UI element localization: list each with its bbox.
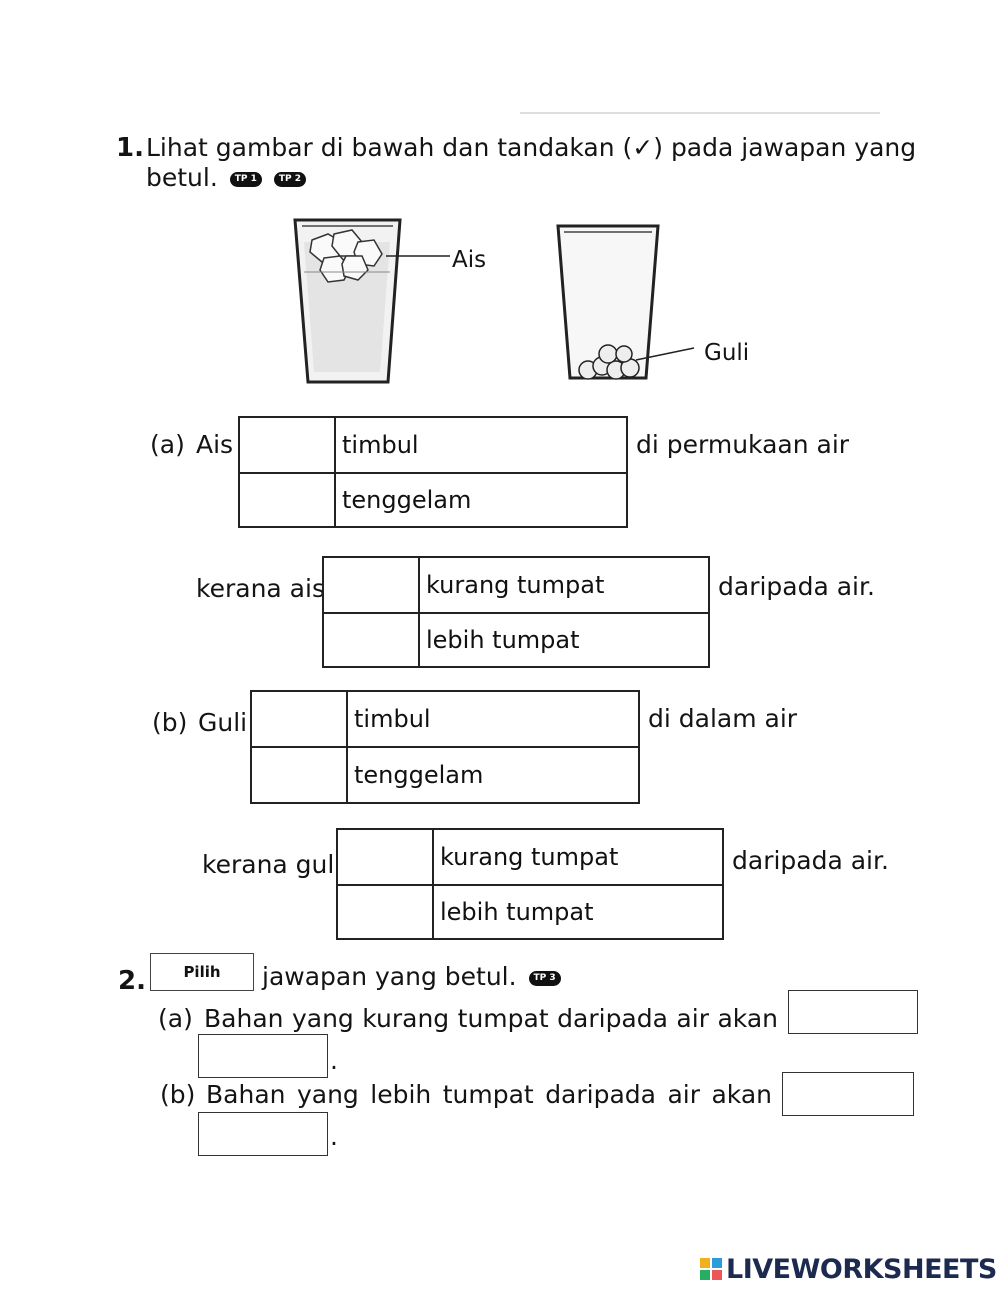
q1b-check-timbul[interactable] bbox=[252, 692, 348, 746]
q2a-answer-box-2[interactable] bbox=[198, 1034, 328, 1078]
q1-number: 1. bbox=[116, 133, 144, 163]
q2b-period: . bbox=[330, 1122, 338, 1151]
q2a-text: Bahan yang kurang tumpat daripada air ak… bbox=[204, 1004, 778, 1033]
q1b-suffix: di dalam air bbox=[648, 704, 798, 733]
q1a-option-kurang-tumpat: kurang tumpat bbox=[426, 571, 605, 599]
q1a-check-timbul[interactable] bbox=[240, 418, 336, 472]
q1-instruction-line2: betul. TP 1 TP 2 bbox=[146, 163, 306, 193]
q1a-option-timbul: timbul bbox=[342, 431, 419, 459]
q1a-because-prefix: kerana ais bbox=[196, 574, 325, 603]
glass-marble-image bbox=[556, 224, 695, 380]
q1a-because-suffix: daripada air. bbox=[718, 572, 875, 601]
q1a-option-lebih-tumpat: lebih tumpat bbox=[426, 626, 580, 654]
q1-instruction-line1: Lihat gambar di bawah dan tandakan (✓) p… bbox=[146, 133, 917, 162]
q1b-because-suffix: daripada air. bbox=[732, 846, 889, 875]
q1b-label: (b) bbox=[152, 708, 188, 737]
q1b-row-kurang: kurang tumpat bbox=[338, 830, 722, 886]
liveworksheets-logo-icon bbox=[700, 1258, 722, 1282]
label-marble: Guli bbox=[704, 340, 750, 366]
q2b-text: Bahan yang lebih tumpat daripada air aka… bbox=[206, 1080, 772, 1109]
q1b-option-timbul: timbul bbox=[354, 705, 431, 733]
q2a-period: . bbox=[330, 1046, 338, 1075]
q2b-answer-box-2[interactable] bbox=[198, 1112, 328, 1156]
q1a-label: (a) bbox=[150, 430, 185, 459]
q2b-label: (b) bbox=[160, 1080, 196, 1109]
q1a-check-kurang-tumpat[interactable] bbox=[324, 558, 420, 612]
q1b-row-timbul: timbul bbox=[252, 692, 638, 748]
q1b-option-tenggelam: tenggelam bbox=[354, 761, 484, 789]
q1a-row-lebih: lebih tumpat bbox=[324, 614, 708, 666]
q1b-check-lebih-tumpat[interactable] bbox=[338, 886, 434, 938]
label-ice: Ais bbox=[452, 247, 487, 273]
glass-ice-image bbox=[293, 218, 450, 384]
q1a-row-timbul: timbul bbox=[240, 418, 626, 474]
q1b-subject: Guli bbox=[198, 708, 248, 737]
q1b-check-tenggelam[interactable] bbox=[252, 748, 348, 802]
q2-number: 2. bbox=[118, 966, 146, 996]
q1-instruction-text: betul. bbox=[146, 163, 218, 192]
q1b-because-prefix: kerana guli bbox=[202, 850, 342, 879]
q2-instruction: jawapan yang betul. TP 3 bbox=[262, 962, 561, 992]
q1b-row-lebih: lebih tumpat bbox=[338, 886, 722, 938]
q2a-answer-box-1[interactable] bbox=[788, 990, 918, 1034]
q1a-row-kurang: kurang tumpat bbox=[324, 558, 708, 614]
q2a-label: (a) bbox=[158, 1004, 193, 1033]
q1a-because-table: kurang tumpat lebih tumpat bbox=[322, 556, 710, 668]
q1b-option-lebih-tumpat: lebih tumpat bbox=[440, 898, 594, 926]
q1b-check-kurang-tumpat[interactable] bbox=[338, 830, 434, 884]
q1a-check-tenggelam[interactable] bbox=[240, 474, 336, 526]
tp2-badge: TP 2 bbox=[273, 171, 306, 187]
q1a-option-tenggelam: tenggelam bbox=[342, 486, 472, 514]
q1b-because-table: kurang tumpat lebih tumpat bbox=[336, 828, 724, 940]
top-rule bbox=[520, 112, 880, 114]
tp3-badge: TP 3 bbox=[528, 970, 561, 986]
q2b-answer-box-1[interactable] bbox=[782, 1072, 914, 1116]
q1a-subject: Ais bbox=[196, 430, 234, 459]
q1a-row-tenggelam: tenggelam bbox=[240, 474, 626, 526]
q1a-suffix: di permukaan air bbox=[636, 430, 850, 459]
q1a-table: timbul tenggelam bbox=[238, 416, 628, 528]
q1b-row-tenggelam: tenggelam bbox=[252, 748, 638, 802]
q1b-option-kurang-tumpat: kurang tumpat bbox=[440, 843, 619, 871]
q1b-table: timbul tenggelam bbox=[250, 690, 640, 804]
q1a-check-lebih-tumpat[interactable] bbox=[324, 614, 420, 666]
liveworksheets-logo: LIVEWORKSHEETS bbox=[726, 1254, 997, 1285]
tp1-badge: TP 1 bbox=[229, 171, 262, 187]
pilih-dropdown[interactable]: Pilih bbox=[150, 953, 254, 991]
q2-instruction-text: jawapan yang betul. bbox=[262, 962, 517, 991]
